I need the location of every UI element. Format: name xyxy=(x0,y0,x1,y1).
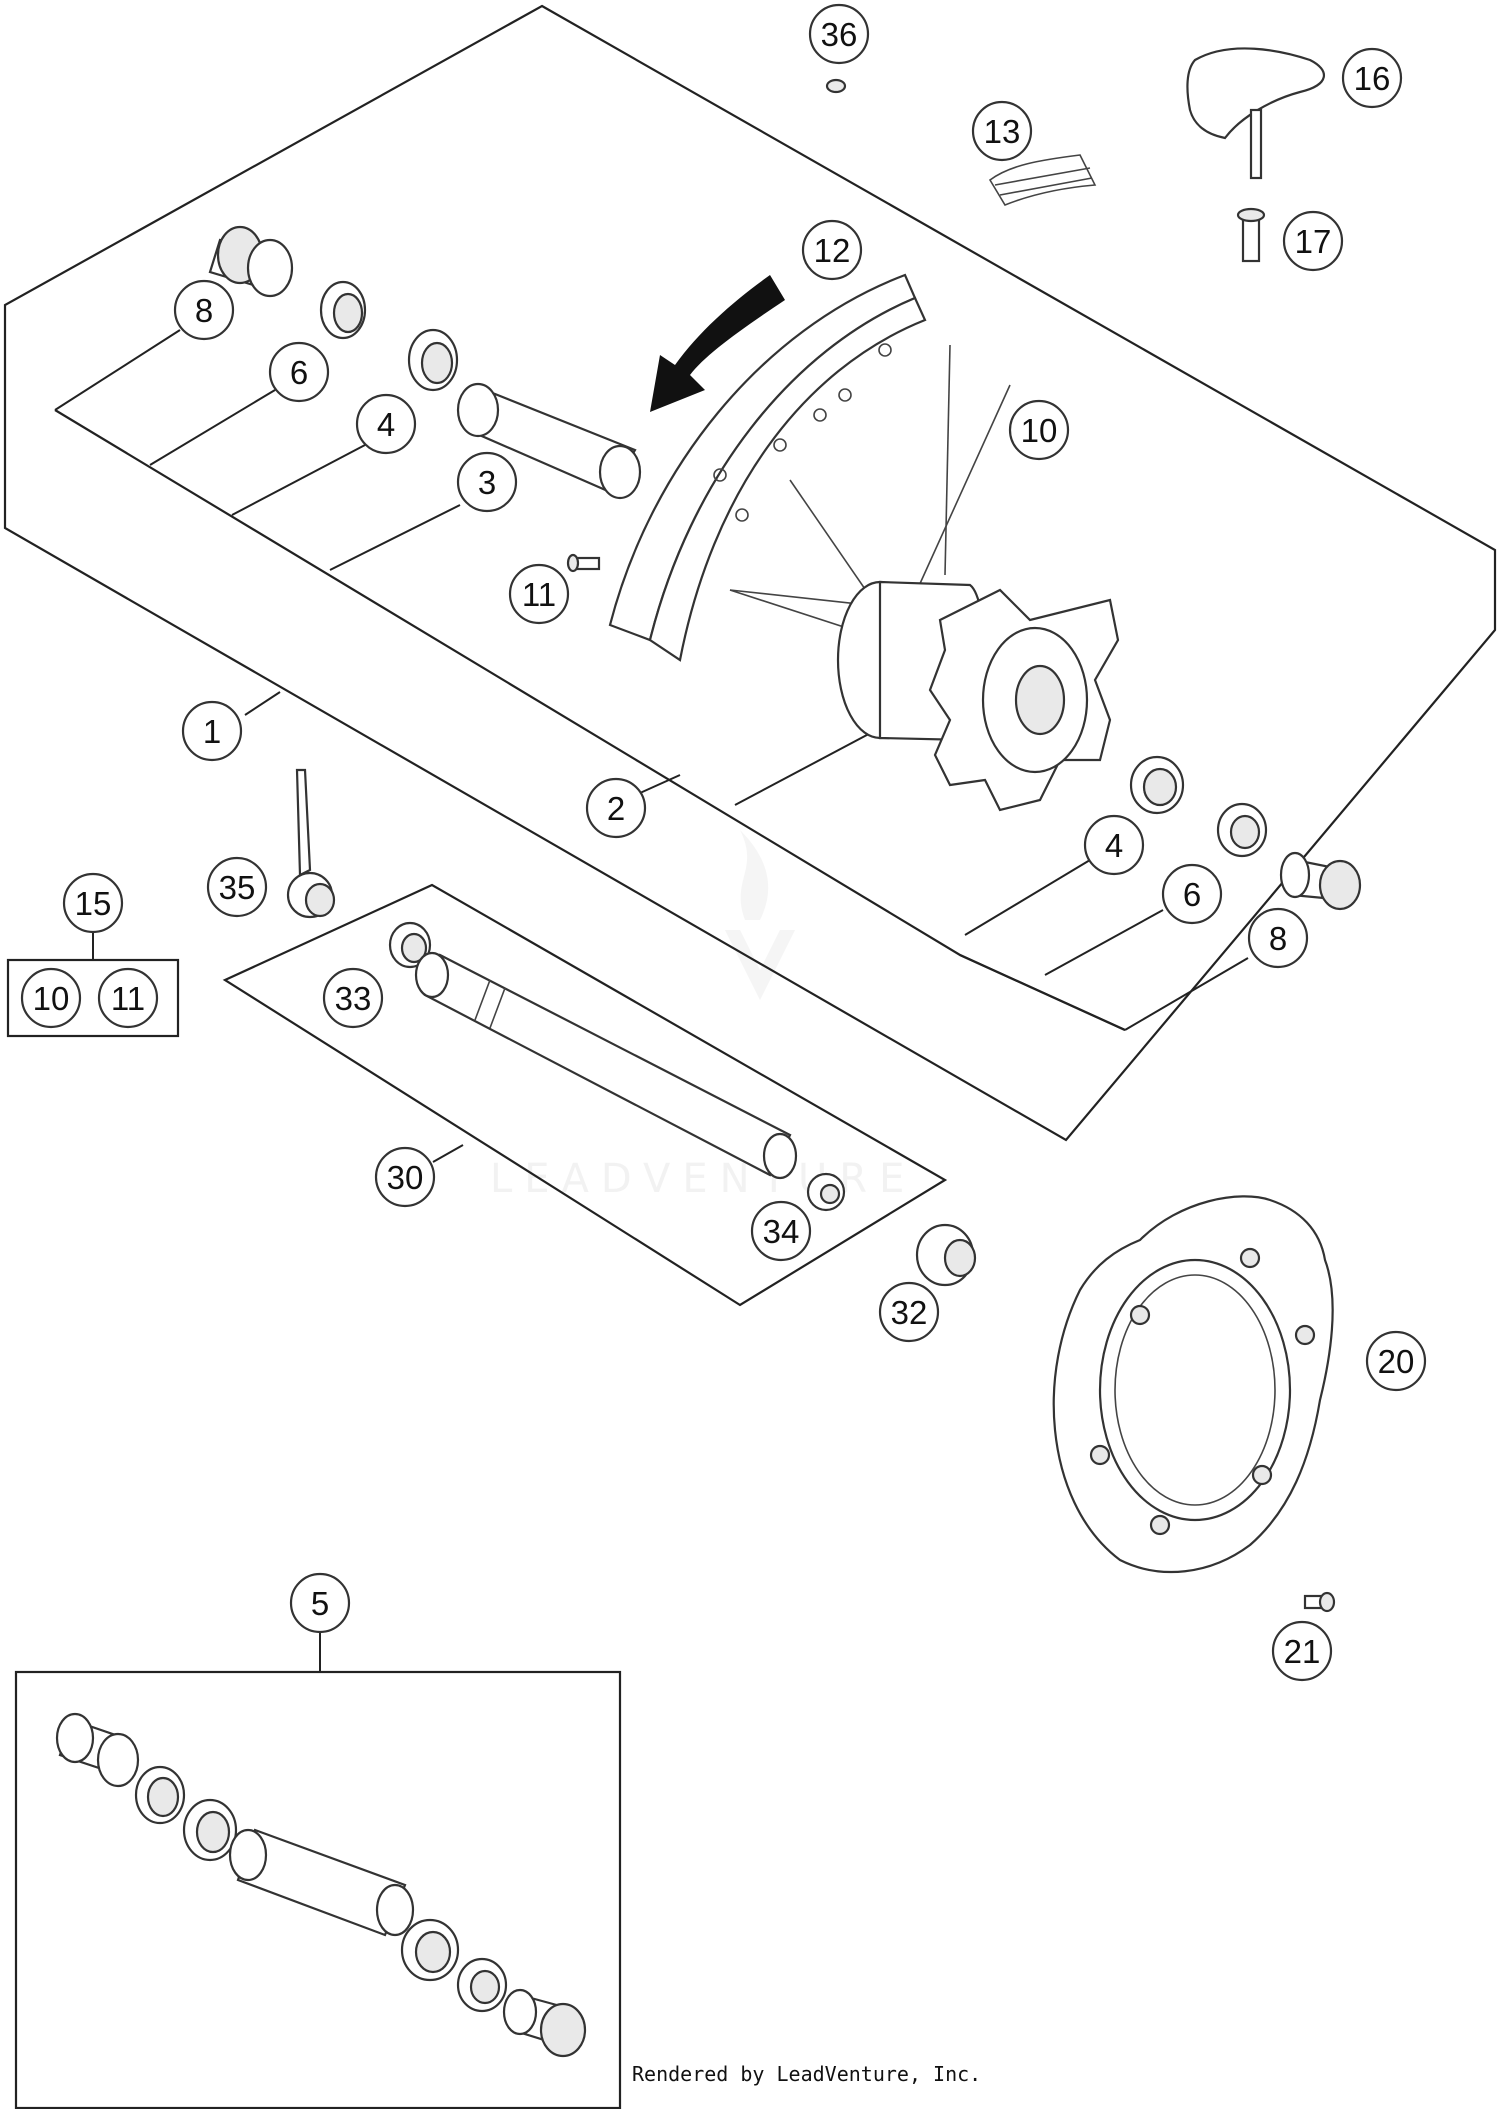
svg-text:33: 33 xyxy=(335,980,372,1017)
svg-text:20: 20 xyxy=(1378,1343,1415,1380)
callout-11-box: 11 xyxy=(97,967,159,1029)
bearing-4-right-part xyxy=(1129,755,1185,815)
callout-21: 21 xyxy=(1271,1620,1333,1682)
spacer-kit-box xyxy=(14,1670,622,2109)
callout-8-right: 8 xyxy=(1247,907,1309,969)
callout-36: 36 xyxy=(808,3,870,65)
callout-16: 16 xyxy=(1341,47,1403,109)
bolt-17-part xyxy=(1236,207,1266,263)
valve-cap-part xyxy=(825,78,847,94)
svg-text:35: 35 xyxy=(219,869,256,906)
callout-1: 1 xyxy=(181,700,243,762)
rim-part xyxy=(608,273,927,662)
svg-text:1: 1 xyxy=(203,713,221,750)
brake-disc-part xyxy=(1052,1195,1334,1574)
callout-4-top: 4 xyxy=(355,393,417,455)
seal-33-part xyxy=(388,921,432,969)
tool-part xyxy=(1186,47,1326,180)
valve-35-part xyxy=(286,768,336,919)
seal-6-right-part xyxy=(1216,802,1268,858)
svg-text:11: 11 xyxy=(522,576,556,613)
callout-10-box: 10 xyxy=(20,967,82,1029)
svg-text:12: 12 xyxy=(814,232,851,269)
callout-32: 32 xyxy=(878,1281,940,1343)
rotation-arrow xyxy=(650,275,785,412)
callout-13: 13 xyxy=(971,100,1033,162)
svg-text:15: 15 xyxy=(75,885,112,922)
nipple-11-part xyxy=(566,553,601,573)
svg-text:4: 4 xyxy=(1105,827,1123,864)
callout-6-right: 6 xyxy=(1161,863,1223,925)
callout-10-top: 10 xyxy=(1008,399,1070,461)
nut-34-part xyxy=(806,1172,846,1212)
callout-17: 17 xyxy=(1282,210,1344,272)
axle-group-frame xyxy=(222,883,948,1307)
callout-35: 35 xyxy=(206,856,268,918)
callout-6-top: 6 xyxy=(268,341,330,403)
svg-text:16: 16 xyxy=(1354,60,1391,97)
svg-text:11: 11 xyxy=(111,980,145,1017)
svg-text:36: 36 xyxy=(821,16,858,53)
callout-3: 3 xyxy=(456,451,518,513)
svg-text:13: 13 xyxy=(984,113,1021,150)
bearing-4-top-part xyxy=(407,328,459,392)
svg-text:6: 6 xyxy=(290,354,308,391)
svg-text:5: 5 xyxy=(311,1585,329,1622)
callout-11-top: 11 xyxy=(508,563,570,625)
render-credit: Rendered by LeadVenture, Inc. xyxy=(632,2062,982,2086)
svg-text:4: 4 xyxy=(377,406,395,443)
spacer-8-right-part xyxy=(1279,851,1362,911)
axle-30-part xyxy=(414,951,798,1180)
callout-34: 34 xyxy=(750,1200,812,1262)
seal-6-top-part xyxy=(319,280,367,340)
svg-text:8: 8 xyxy=(195,292,213,329)
callout-4-right: 4 xyxy=(1083,814,1145,876)
svg-text:32: 32 xyxy=(891,1294,928,1331)
svg-text:8: 8 xyxy=(1269,920,1287,957)
svg-text:10: 10 xyxy=(1021,412,1058,449)
callout-15: 15 xyxy=(62,872,124,934)
wheel-assembly-frame xyxy=(3,4,1497,1142)
screw-21-part xyxy=(1303,1591,1336,1613)
callout-33: 33 xyxy=(322,967,384,1029)
svg-text:3: 3 xyxy=(478,464,496,501)
rim-band-part xyxy=(988,154,1097,206)
watermark-text: LEADVENTURE xyxy=(490,1156,916,1202)
callout-20: 20 xyxy=(1365,1330,1427,1392)
svg-text:2: 2 xyxy=(607,790,625,827)
callout-5: 5 xyxy=(289,1572,351,1634)
svg-text:30: 30 xyxy=(387,1159,424,1196)
callout-12: 12 xyxy=(801,219,863,281)
svg-text:21: 21 xyxy=(1284,1633,1321,1670)
svg-text:6: 6 xyxy=(1183,876,1201,913)
svg-text:10: 10 xyxy=(33,980,70,1017)
hub-part xyxy=(836,580,1120,812)
spacer-8-top-part xyxy=(208,225,294,298)
spacer-3-part xyxy=(456,382,642,500)
callout-2: 2 xyxy=(585,777,647,839)
svg-text:17: 17 xyxy=(1295,223,1332,260)
spacer-kit-contents xyxy=(55,1712,587,2058)
callout-8-top: 8 xyxy=(173,279,235,341)
callout-30: 30 xyxy=(374,1146,436,1208)
spacer-32-part xyxy=(915,1223,977,1287)
svg-text:34: 34 xyxy=(763,1213,800,1250)
